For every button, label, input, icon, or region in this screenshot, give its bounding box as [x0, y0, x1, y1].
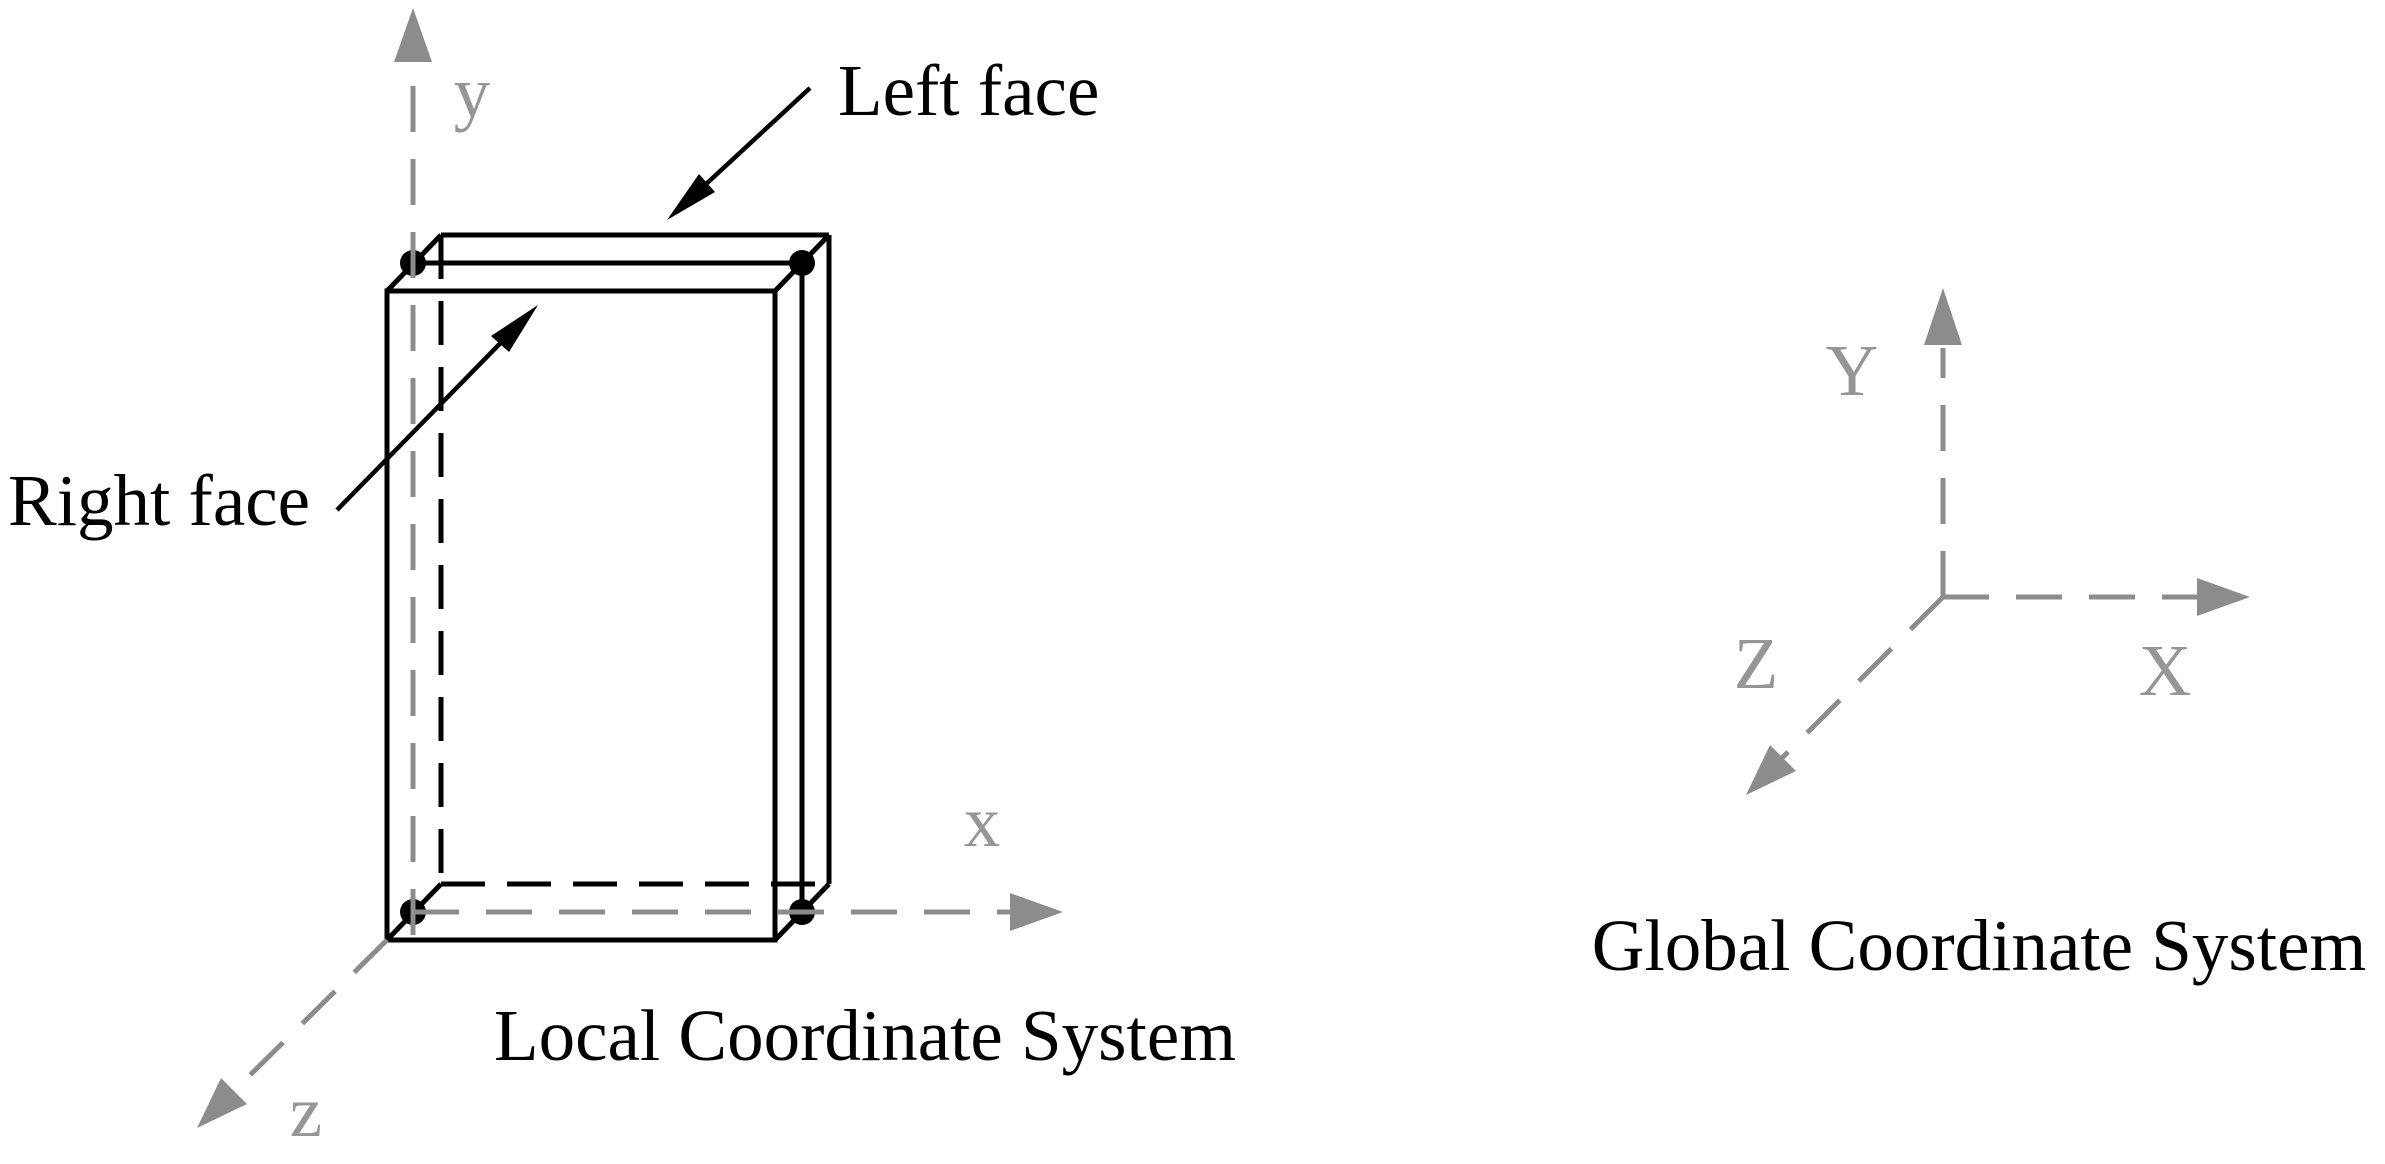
local-y-axis-label: y — [454, 52, 491, 133]
right-face-arrow-icon — [491, 305, 538, 352]
global-x-axis-arrow-icon — [2197, 578, 2250, 616]
left-face-arrow-icon — [667, 174, 715, 220]
global-z-axis-arrow-icon — [1746, 745, 1796, 795]
right-face-leader-line — [335, 314, 529, 512]
local-z-axis — [238, 938, 389, 1087]
local-z-axis-label: z — [290, 1071, 322, 1152]
global-z-axis-label: Z — [1734, 623, 1779, 704]
local-axes: y x z — [197, 8, 1063, 1152]
global-system-caption: Global Coordinate System — [1592, 905, 2367, 986]
face-annotations: Left face Right face — [8, 50, 1099, 541]
global-y-axis-arrow-icon — [1924, 288, 1962, 345]
plate-element — [384, 232, 832, 943]
corner-node-top-right — [789, 250, 815, 276]
plate-front-face — [384, 288, 778, 943]
global-y-axis-label: Y — [1826, 330, 1879, 411]
left-face-label: Left face — [838, 50, 1099, 131]
local-x-axis-arrow-icon — [1010, 893, 1063, 931]
global-z-axis — [1778, 595, 1945, 762]
local-x-axis-label: x — [964, 781, 1001, 862]
local-system-caption: Local Coordinate System — [494, 995, 1236, 1076]
global-x-axis-label: X — [2139, 630, 2192, 711]
global-axes: Y X Z — [1734, 288, 2250, 795]
local-z-axis-arrow-icon — [197, 1078, 247, 1128]
local-y-axis-arrow-icon — [394, 8, 432, 62]
right-face-label: Right face — [8, 460, 310, 541]
